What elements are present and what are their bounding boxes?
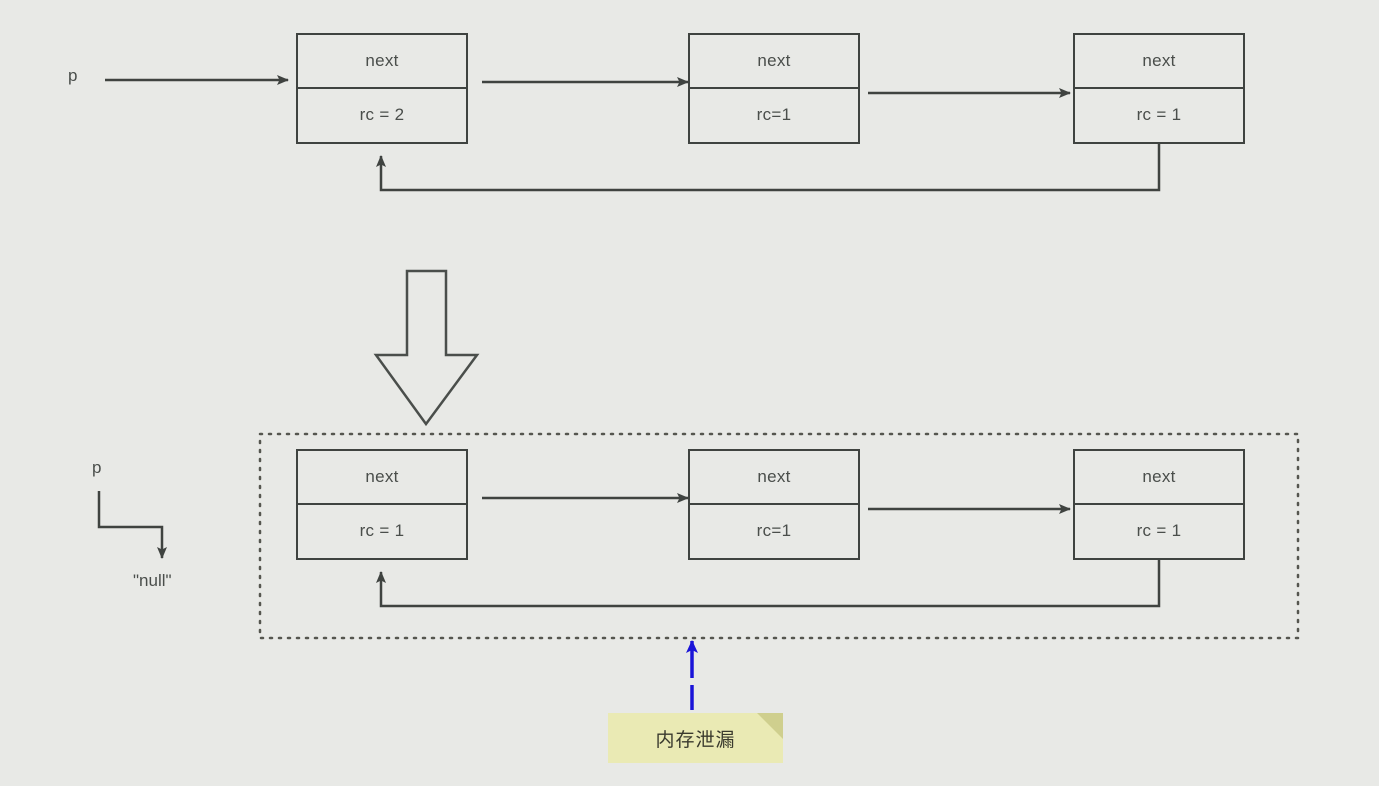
memory-leak-callout-text: 内存泄漏	[655, 729, 736, 751]
bottom-node-2-refcount: rc=1	[756, 521, 792, 541]
top-node-2-next: next	[690, 35, 858, 89]
bottom-node-3-next: next	[1075, 451, 1243, 505]
bottom-null-label: "null"	[133, 571, 172, 590]
bottom-node-3-refcount: rc = 1	[1136, 521, 1182, 541]
bottom-node-2-next: next	[690, 451, 858, 505]
bottom-node-1-refcount: rc = 1	[359, 521, 405, 541]
top-node-2: next rc=1	[688, 33, 860, 144]
big-down-arrow-icon	[373, 269, 480, 427]
bottom-pointer-label: p	[92, 458, 102, 477]
bottom-cycle-arrow	[376, 560, 1161, 608]
callout-fold-corner-icon	[757, 713, 783, 739]
top-node-3-next: next	[1075, 35, 1243, 89]
top-node-3-refcount: rc = 1	[1136, 105, 1182, 125]
memory-leak-callout: 内存泄漏	[608, 713, 783, 763]
top-node-1-next: next	[298, 35, 466, 89]
top-pointer-label: p	[68, 66, 78, 85]
top-node-3: next rc = 1	[1073, 33, 1245, 144]
top-node-2-refcount: rc=1	[756, 105, 792, 125]
top-node-1: next rc = 2	[296, 33, 468, 144]
bottom-node-1: next rc = 1	[296, 449, 468, 560]
bottom-node-2: next rc=1	[688, 449, 860, 560]
top-cycle-arrow	[376, 144, 1161, 192]
top-node-1-refcount: rc = 2	[359, 105, 405, 125]
bottom-node-1-next: next	[298, 451, 466, 505]
bottom-pointer-null-arrow	[97, 491, 167, 559]
bottom-node-3: next rc = 1	[1073, 449, 1245, 560]
